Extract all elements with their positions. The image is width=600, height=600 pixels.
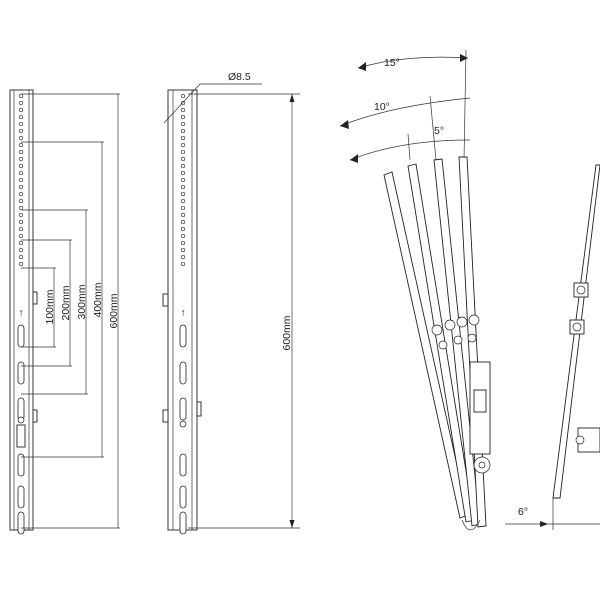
mounting-hole — [180, 149, 186, 155]
mounting-slot — [17, 511, 25, 535]
height-dimension-label: 600mm — [281, 315, 293, 350]
mounting-hole — [180, 163, 186, 169]
mounting-hole — [18, 205, 24, 211]
mounting-hole — [180, 177, 186, 183]
mounting-hole — [18, 114, 24, 120]
side-rail-pin — [179, 420, 187, 428]
mounting-hole — [18, 247, 24, 253]
mounting-hole — [180, 226, 186, 232]
mounting-hole — [180, 93, 186, 99]
mounting-hole — [18, 212, 24, 218]
mounting-hole — [18, 198, 24, 204]
front-rail-tab — [32, 291, 38, 305]
side-rail-tab — [162, 409, 169, 423]
mounting-slot — [179, 324, 187, 348]
mounting-slot — [179, 361, 187, 385]
side-rail-tab — [162, 293, 169, 307]
mounting-hole — [18, 184, 24, 190]
wall-angle-label: 6° — [518, 506, 528, 518]
mounting-hole — [18, 219, 24, 225]
mounting-hole — [18, 170, 24, 176]
mounting-hole — [180, 247, 186, 253]
arrow-up-icon: ↑ — [180, 307, 185, 319]
mounting-hole — [18, 149, 24, 155]
tilt-hinge-assembly — [431, 314, 491, 531]
side-view-dimensions: Ø8.5 600mm — [163, 71, 300, 529]
tilt-arc-5 — [349, 139, 471, 161]
hole-diameter-label: Ø8.5 — [228, 71, 251, 83]
dimension-label-100mm: 100mm — [44, 289, 56, 324]
front-view-dimensions: 100mm 200mm 300mm 400mm 600mm — [21, 93, 120, 529]
wall-side-view: 6° — [505, 164, 600, 530]
mounting-hole — [18, 107, 24, 113]
dimension-label-600mm: 600mm — [108, 293, 120, 328]
front-rail-tab — [32, 409, 38, 423]
mounting-hole — [180, 212, 186, 218]
tilt-arc-15 — [357, 56, 469, 69]
mounting-hole — [18, 254, 24, 260]
mounting-hole — [18, 142, 24, 148]
mounting-hole — [18, 226, 24, 232]
mounting-hole — [18, 233, 24, 239]
mounting-hole — [18, 100, 24, 106]
side-slot-column — [179, 324, 187, 535]
mounting-hole — [180, 142, 186, 148]
mounting-hole — [180, 170, 186, 176]
mounting-hole — [180, 254, 186, 260]
mounting-hole — [180, 121, 186, 127]
mounting-hole — [18, 93, 24, 99]
mounting-hole — [180, 191, 186, 197]
front-hole-column — [18, 93, 24, 267]
mounting-hole — [180, 240, 186, 246]
side-hole-column — [180, 93, 186, 267]
mounting-hole — [18, 121, 24, 127]
tilt-angle-10: 10° — [374, 101, 390, 113]
mounting-hole — [18, 261, 24, 267]
mounting-slot — [179, 397, 187, 421]
dimension-label-400mm: 400mm — [92, 282, 104, 317]
mounting-hole — [18, 240, 24, 246]
mounting-slot — [17, 361, 25, 385]
front-view-rail: ↑ — [9, 89, 38, 535]
side-view-rail: ↑ — [162, 89, 202, 535]
mounting-slot — [17, 324, 25, 348]
side-rail-tab — [196, 401, 202, 417]
mounting-hole — [180, 261, 186, 267]
mounting-hole — [180, 233, 186, 239]
mounting-hole — [180, 156, 186, 162]
mounting-hole — [18, 191, 24, 197]
front-slot-column — [17, 324, 25, 535]
front-rail-pin — [17, 416, 25, 424]
tilt-angle-5: 5° — [434, 125, 444, 137]
mounting-hole — [18, 177, 24, 183]
mounting-slot — [17, 485, 25, 509]
mounting-slot — [179, 511, 187, 535]
mounting-hole — [180, 219, 186, 225]
mounting-hole — [18, 128, 24, 134]
mounting-hole — [180, 114, 186, 120]
mounting-hole — [180, 205, 186, 211]
tilt-arc-10 — [339, 97, 471, 127]
mounting-slot — [17, 453, 25, 477]
mounting-slot — [179, 485, 187, 509]
mounting-hole — [180, 128, 186, 134]
arrow-up-icon: ↑ — [18, 307, 23, 319]
mounting-slot — [179, 453, 187, 477]
dimension-label-300mm: 300mm — [76, 284, 88, 319]
mounting-hole — [18, 135, 24, 141]
mounting-hole — [180, 198, 186, 204]
mounting-hole — [180, 107, 186, 113]
tilt-angle-15: 15° — [384, 57, 400, 69]
tilt-view: 15° 10° 5° — [339, 49, 491, 531]
mounting-hole — [180, 135, 186, 141]
mounting-hole — [18, 156, 24, 162]
dimension-label-200mm: 200mm — [60, 285, 72, 320]
mounting-hole — [18, 163, 24, 169]
mounting-hole — [180, 184, 186, 190]
wall-plate-label-area — [473, 389, 487, 413]
front-rail-latch — [16, 424, 26, 448]
